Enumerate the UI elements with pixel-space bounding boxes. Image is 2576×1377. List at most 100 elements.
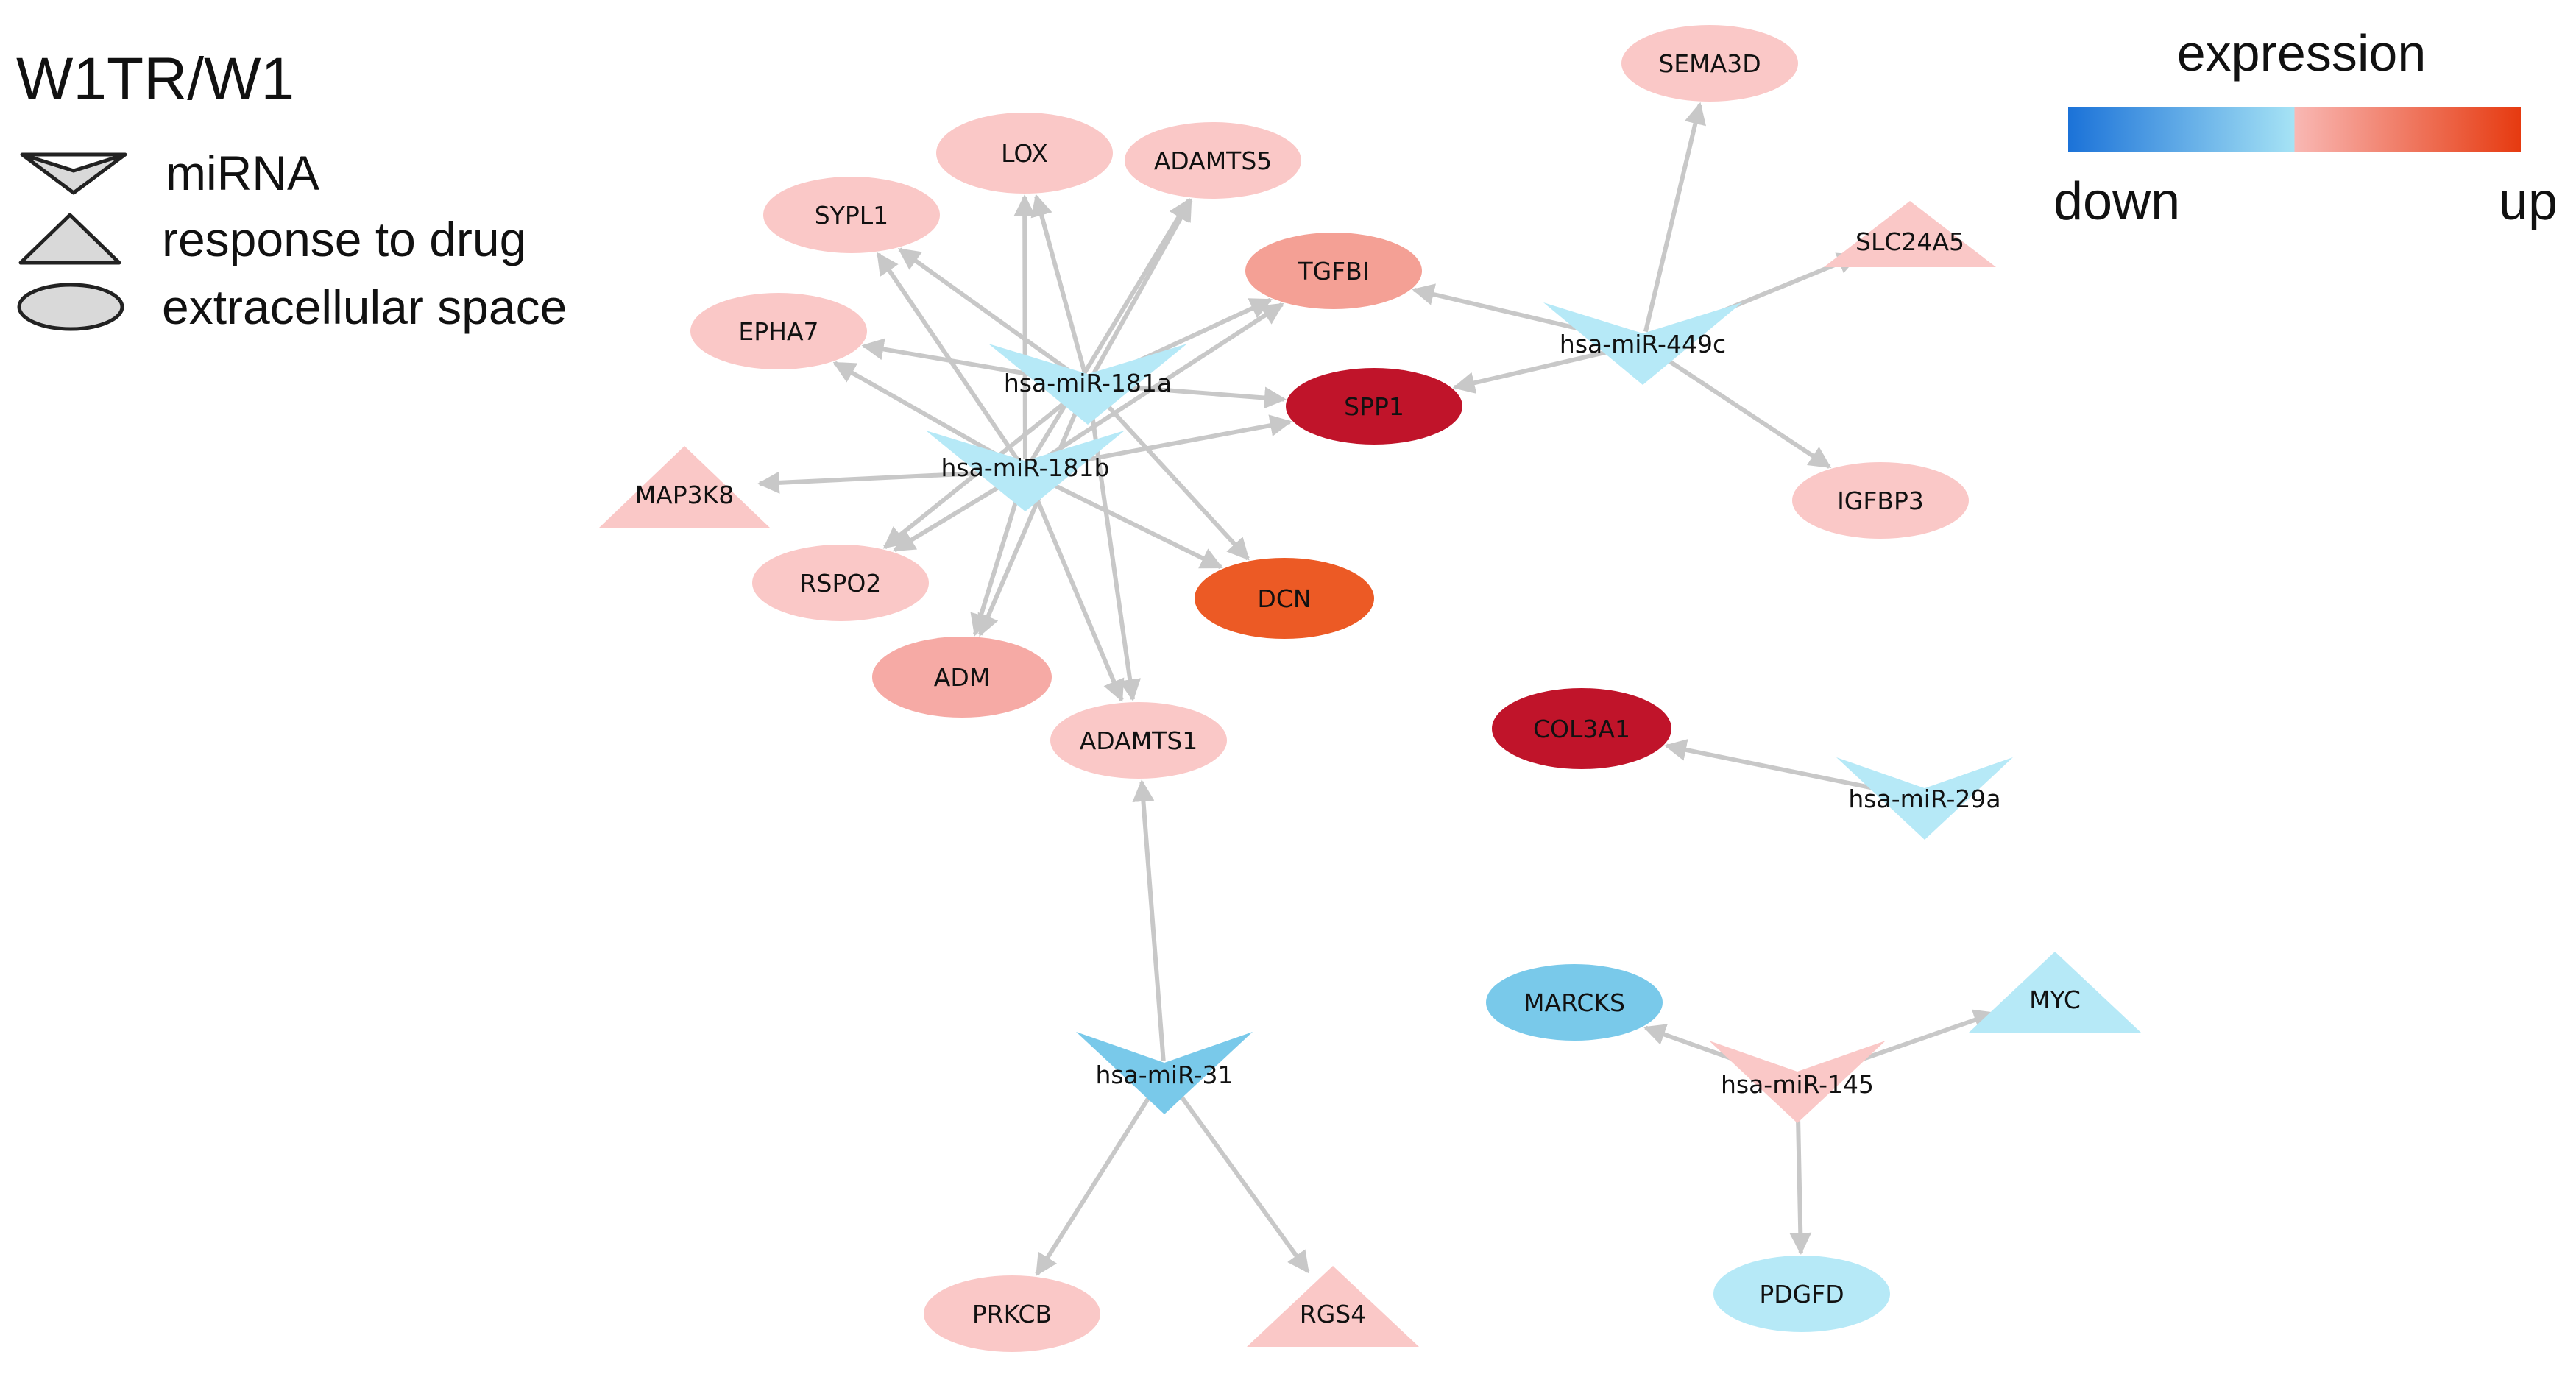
node-pdgfd[interactable]: PDGFD — [1713, 1256, 1890, 1332]
legend-title: W1TR/W1 — [16, 46, 294, 113]
node-shape-rspo2 — [752, 545, 929, 621]
node-marcks[interactable]: MARCKS — [1486, 964, 1663, 1041]
node-shape-igfbp3 — [1792, 462, 1969, 539]
edge-mir181b-to-epha7 — [832, 361, 1010, 464]
node-shape-mir181b — [926, 431, 1125, 511]
node-slc24a5[interactable]: SLC24A5 — [1824, 201, 1996, 267]
node-label-rgs4: RGS4 — [1300, 1300, 1366, 1328]
ellipse-shape-icon — [17, 283, 124, 331]
node-label-igfbp3: IGFBP3 — [1837, 486, 1924, 515]
node-shape-pdgfd — [1713, 1256, 1890, 1332]
node-shape-mir181a — [988, 344, 1187, 425]
node-mir181a[interactable]: hsa-miR-181a — [988, 344, 1187, 425]
node-shape-adamts5 — [1125, 122, 1301, 199]
edge-mir181b-to-sypl1 — [876, 252, 1019, 461]
node-shape-map3k8 — [598, 446, 771, 528]
node-label-semA3d: SEMA3D — [1658, 49, 1761, 78]
node-col3a1[interactable]: COL3A1 — [1492, 688, 1671, 769]
node-adamts1[interactable]: ADAMTS1 — [1050, 702, 1227, 779]
node-shape-mir29a — [1836, 757, 2013, 840]
edge-mir181b-to-dcn — [1043, 478, 1223, 570]
node-prkcb[interactable]: PRKCB — [924, 1275, 1100, 1352]
edge-mir181b-to-rspo2 — [892, 478, 1011, 553]
node-rgs4[interactable]: RGS4 — [1247, 1266, 1419, 1347]
node-mir29a[interactable]: hsa-miR-29a — [1836, 757, 2013, 840]
legend-item-mirna: miRNA — [20, 146, 319, 200]
node-label-rspo2: RSPO2 — [800, 569, 882, 598]
node-label-lox: LOX — [1001, 139, 1048, 168]
node-rspo2[interactable]: RSPO2 — [752, 545, 929, 621]
edge-mir181b-to-map3k8 — [757, 470, 997, 494]
edge-mir181a-to-adamts5 — [1092, 198, 1193, 374]
edge-mir181a-to-lox — [1030, 194, 1087, 373]
node-shape-adm — [872, 637, 1052, 718]
colorbar-high-label: up — [2499, 172, 2558, 231]
legend: W1TR/W1 miRNA response to drug extracell… — [16, 46, 567, 334]
edge-mir181a-to-sypl1 — [897, 247, 1075, 376]
node-shape-dcn — [1195, 558, 1374, 639]
node-shape-slc24a5 — [1824, 201, 1996, 267]
edge-mir181b-to-tgfbi — [1039, 302, 1284, 463]
edge-mir449c-to-spp1 — [1452, 347, 1618, 394]
node-spp1[interactable]: SPP1 — [1286, 368, 1462, 445]
node-shape-myc — [1969, 952, 2141, 1033]
node-shape-marcks — [1486, 964, 1663, 1041]
node-label-sypl1: SYPL1 — [815, 201, 888, 230]
node-shape-col3a1 — [1492, 688, 1671, 769]
node-label-map3k8: MAP3K8 — [635, 481, 735, 509]
colorbar-gradient — [2068, 107, 2521, 152]
node-label-epha7: EPHA7 — [738, 317, 818, 346]
node-shape-spp1 — [1286, 368, 1462, 445]
node-shape-semA3d — [1621, 25, 1798, 102]
edge-mir31-to-rgs4 — [1170, 1083, 1310, 1274]
edge-mir31-to-prkcb — [1035, 1083, 1159, 1277]
node-label-tgfbi: TGFBI — [1297, 257, 1369, 286]
node-shape-tgfbi — [1245, 233, 1422, 309]
node-mir145[interactable]: hsa-miR-145 — [1709, 1041, 1886, 1123]
edge-mir449c-to-igfbp3 — [1657, 352, 1832, 469]
node-label-mir29a: hsa-miR-29a — [1848, 785, 2000, 813]
edge-mir181b-to-adm — [970, 482, 1024, 637]
node-label-prkcb: PRKCB — [972, 1300, 1052, 1328]
edge-mir29a-to-col3a1 — [1664, 739, 1902, 796]
edge-mir449c-to-semA3d — [1643, 102, 1707, 333]
node-shape-mir449c — [1543, 302, 1742, 385]
node-shape-adamts1 — [1050, 702, 1227, 779]
node-label-mir145: hsa-miR-145 — [1721, 1070, 1874, 1099]
node-label-marcks: MARCKS — [1524, 988, 1625, 1017]
node-label-pdgfd: PDGFD — [1759, 1280, 1844, 1309]
node-epha7[interactable]: EPHA7 — [690, 293, 867, 369]
node-mir181b[interactable]: hsa-miR-181b — [926, 431, 1125, 511]
node-label-dcn: DCN — [1257, 584, 1311, 613]
node-igfbp3[interactable]: IGFBP3 — [1792, 462, 1969, 539]
node-adm[interactable]: ADM — [872, 637, 1052, 718]
node-dcn[interactable]: DCN — [1195, 558, 1374, 639]
node-shape-rgs4 — [1247, 1266, 1419, 1347]
node-lox[interactable]: LOX — [936, 113, 1113, 194]
edges — [757, 102, 1997, 1277]
node-myc[interactable]: MYC — [1969, 952, 2141, 1033]
node-semA3d[interactable]: SEMA3D — [1621, 25, 1798, 102]
node-sypl1[interactable]: SYPL1 — [763, 177, 940, 253]
edge-mir181b-to-adamts1 — [1027, 481, 1125, 702]
node-shape-mir31 — [1076, 1032, 1253, 1114]
node-mir31[interactable]: hsa-miR-31 — [1076, 1032, 1253, 1114]
node-label-adm: ADM — [934, 663, 990, 692]
node-shape-sypl1 — [763, 177, 940, 253]
node-label-mir31: hsa-miR-31 — [1095, 1061, 1233, 1089]
node-label-spp1: SPP1 — [1344, 392, 1404, 421]
edge-mir181a-to-spp1 — [1116, 384, 1287, 409]
node-adamts5[interactable]: ADAMTS5 — [1125, 122, 1301, 199]
node-map3k8[interactable]: MAP3K8 — [598, 446, 771, 528]
triangle-shape-icon — [18, 213, 121, 265]
node-mir449c[interactable]: hsa-miR-449c — [1543, 302, 1742, 385]
legend-label-response-to-drug: response to drug — [162, 212, 526, 266]
mirna-shape-icon — [20, 152, 127, 195]
edge-mir31-to-adamts1 — [1132, 779, 1166, 1061]
node-label-slc24a5: SLC24A5 — [1855, 227, 1964, 256]
node-label-mir181b: hsa-miR-181b — [941, 453, 1110, 482]
colorbar-low-label: down — [2053, 172, 2180, 231]
node-tgfbi[interactable]: TGFBI — [1245, 233, 1422, 309]
node-label-mir181a: hsa-miR-181a — [1004, 369, 1172, 397]
